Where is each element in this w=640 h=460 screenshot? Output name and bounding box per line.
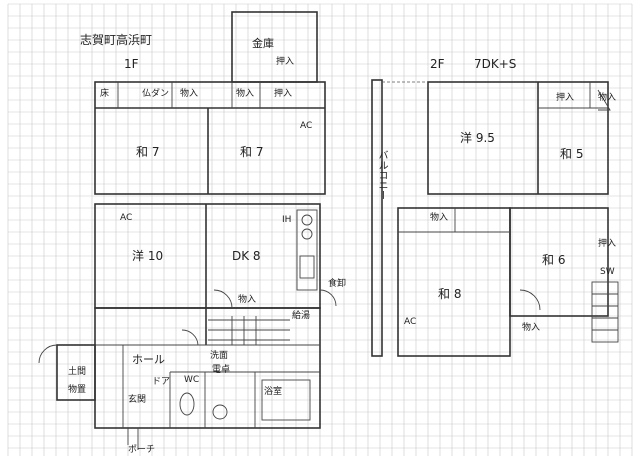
pantry-label: 食卸	[328, 279, 347, 289]
room-tatami-5: 和 5	[560, 147, 584, 161]
room-bathroom: 浴室	[264, 387, 283, 397]
room-tatami-6: 和 6	[542, 253, 566, 267]
room-wc: WC	[184, 375, 200, 385]
sw-label: SW	[600, 267, 615, 277]
room-storage-2: 物入	[236, 89, 255, 99]
tatami-rooms-outline	[94, 81, 326, 195]
stair-well	[591, 281, 619, 343]
room-porch: ポーチ	[128, 445, 156, 455]
room-entrance: 玄関	[128, 395, 147, 405]
room-safe: 金庫	[252, 37, 274, 50]
aircon-label-2f: AC	[404, 317, 417, 327]
room-storage-2f-b: 物入	[430, 213, 449, 223]
room-safe-closet: 押入	[276, 57, 295, 67]
room-storage-3: 物入	[238, 295, 257, 305]
floor-2-label: 2F	[430, 57, 445, 71]
location-title: 志賀町高浜町	[80, 33, 153, 47]
stove-burner-icon	[301, 214, 313, 226]
room-closet: 押入	[274, 89, 293, 99]
wa6-outline	[509, 207, 609, 317]
room-butsudan: 仏ダン	[142, 89, 170, 99]
floor-1-label: 1F	[124, 57, 139, 71]
room-balcony: バルコニー	[376, 150, 387, 200]
sink-icon	[299, 255, 315, 279]
room-tatami-7a: 和 7	[136, 145, 160, 159]
room-alcove: 床	[100, 89, 110, 99]
room-storage-2f-a: 物入	[598, 93, 617, 103]
door-swing-icon	[519, 289, 541, 311]
second-floor-plan	[371, 79, 619, 357]
room-dk-8: DK 8	[232, 249, 261, 263]
room-hall: ホール	[132, 353, 165, 366]
door-swing-icon	[319, 289, 337, 307]
door-label: ドア	[152, 377, 171, 387]
room-western-10: 洋 10	[132, 249, 164, 263]
kitchen-counter	[296, 209, 318, 291]
wa8-outline	[397, 207, 511, 357]
first-floor-plan	[38, 11, 337, 450]
storage-shed-outline	[56, 344, 96, 401]
washbasin-icon	[212, 404, 228, 420]
bathtub-icon	[261, 379, 311, 421]
room-western-9-5: 洋 9.5	[460, 131, 495, 145]
calc-label: 電卓	[212, 365, 231, 375]
room-earthen-floor: 土間	[68, 367, 87, 377]
aircon-label: AC	[120, 213, 133, 223]
porch-steps	[127, 428, 139, 450]
water-heater-label: 給湯	[292, 311, 311, 321]
room-closet-2f-b: 押入	[598, 239, 617, 249]
door-swing-icon	[181, 329, 199, 346]
balcony-rail	[371, 79, 383, 357]
layout-label: 7DK+S	[474, 57, 517, 71]
room-storage-shed: 物置	[68, 385, 87, 395]
room-washroom: 洗面	[210, 351, 229, 361]
aircon-label: AC	[300, 121, 313, 131]
room-tatami-8: 和 8	[438, 287, 462, 301]
room-storage-1: 物入	[180, 89, 199, 99]
safe-room-outline	[231, 11, 318, 83]
room-tatami-7b: 和 7	[240, 145, 264, 159]
toilet-icon	[179, 392, 195, 416]
ih-label: IH	[282, 215, 292, 225]
upper-rooms-outline	[427, 81, 609, 195]
service-area-outline	[94, 307, 321, 429]
room-closet-2f: 押入	[556, 93, 575, 103]
room-storage-2f-c: 物入	[522, 323, 541, 333]
door-swing-icon	[213, 289, 233, 309]
door-swing-icon	[597, 89, 611, 111]
stove-burner-icon	[301, 228, 313, 240]
door-swing-icon	[38, 344, 58, 364]
